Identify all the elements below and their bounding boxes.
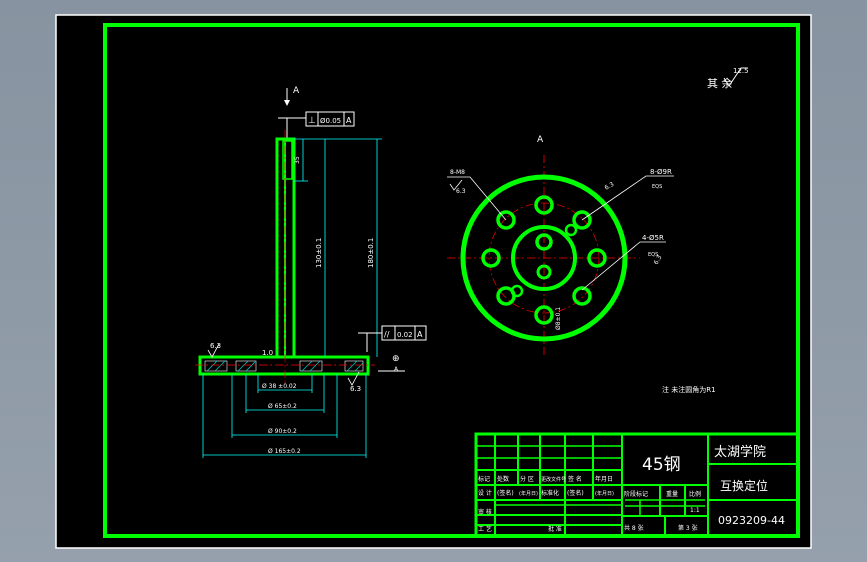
roughness-symbol (723, 67, 748, 87)
title-block: 标记 处数 分 区 更改文件号 签 名 年月日 设 计 (签名) (年月日) 标… (474, 432, 800, 538)
dim-rough-left: 6.3 (210, 342, 221, 350)
tb-r2-2: (年月日) (519, 490, 538, 497)
tb-r1-2: 分 区 (520, 475, 534, 483)
parallel-symbol: // (384, 330, 390, 339)
dim-mid: 130±0.1 (315, 238, 323, 268)
base-plate (198, 355, 370, 376)
bolt-hole (587, 248, 607, 268)
center-bore (535, 233, 553, 251)
parallel-value: 0.02 (397, 331, 413, 339)
dim-top: 35 (294, 156, 301, 164)
general-note: 注 未注圆角为R1 (662, 385, 716, 394)
rough-right-symbol (347, 371, 360, 386)
tb-r1-5: 年月日 (595, 475, 613, 483)
bolt-hole (534, 195, 554, 215)
inner-boss (511, 225, 577, 291)
dim-full: 180±0.1 (367, 238, 375, 268)
diameter-dims (202, 374, 367, 458)
front-view: A ⊥ Ø0.05 A (195, 86, 427, 458)
perp-frame (305, 111, 355, 127)
label-right: 8-Ø9R (650, 168, 672, 176)
drawing-border (103, 23, 800, 538)
dim-small: 1.0 (262, 349, 273, 357)
tb-material: 45钢 (642, 455, 681, 475)
label-left: 8-M8 (450, 169, 465, 176)
outer-disc (460, 174, 628, 342)
datum-mark-letter: A (394, 366, 399, 373)
tb-r1-4: 签 名 (568, 475, 582, 483)
parallel-datum: A (417, 330, 423, 339)
title-grid (476, 434, 798, 536)
label-right-sub: EQS (652, 184, 662, 190)
tb-r2-4: (签名) (567, 489, 584, 497)
tb-r4-0: 工 艺 (478, 525, 492, 533)
tb-r2-3: 标准化 (541, 489, 559, 497)
tb-drawing-no: 0923209-44 (718, 514, 785, 527)
tb-r1-3: 更改文件号 (541, 476, 566, 483)
bolt-holes (481, 195, 607, 325)
drawing-area (55, 14, 812, 549)
tb-stage-2: 比例 (689, 490, 701, 498)
title-row-1: 标记 处数 分 区 更改文件号 签 名 年月日 (478, 475, 613, 483)
tb-school: 太湖学院 (714, 444, 766, 460)
tb-r2-5: (年月日) (595, 490, 614, 497)
tb-sheet-current: 第 3 张 (678, 524, 698, 532)
label-four: 4-Ø5R (642, 234, 664, 242)
dia-dim-3: Ø 90±0.2 (268, 428, 297, 435)
title-grid-fine (476, 445, 705, 516)
dia-dim-1: Ø 38 ±0.02 (262, 383, 297, 390)
tb-r2-1: (签名) (497, 489, 514, 497)
dia-dim-4: Ø 165±0.2 (268, 448, 301, 455)
tb-stage-0: 阶段标记 (624, 490, 648, 498)
pin-hole (510, 284, 524, 298)
vertical-dims (294, 138, 382, 357)
shaft-top-slot (282, 140, 293, 180)
roughness-note-value: 12.5 (733, 67, 749, 75)
datum-mark: ⊕ (392, 354, 400, 364)
view-label: A (537, 135, 544, 145)
roughness-note-label: 其 余 (707, 76, 733, 90)
parallel-frame (381, 325, 427, 341)
tb-r1-1: 处数 (497, 475, 509, 483)
roughness-note: 其 余 12.5 (707, 67, 749, 90)
tb-stage-1: 重量 (666, 490, 678, 498)
label-left-rough: 6.3 (456, 188, 466, 195)
tb-scale: 1:1 (690, 507, 700, 514)
section-arrow-label: A (293, 86, 300, 96)
bolt-circle-centerline (488, 202, 600, 314)
dim-rough-right: 6.3 (350, 385, 361, 393)
tb-r2-0: 设 计 (478, 489, 492, 497)
bolt-hole (572, 286, 592, 306)
pin-holes (510, 223, 578, 298)
bolt-hole (481, 248, 501, 268)
tb-r4-1: 批 准 (548, 525, 562, 533)
bolt-hole (572, 210, 592, 230)
top-leaders (447, 175, 674, 291)
rough-left-symbol (207, 343, 220, 358)
title-row-2: 设 计 (签名) (年月日) 标准化 (签名) (年月日) (478, 489, 614, 497)
label-vertical: Ø8±0.1 (555, 307, 562, 330)
label-left-rough-symbol (449, 179, 463, 191)
bolt-hole (496, 210, 516, 230)
perp-symbol: ⊥ (308, 116, 316, 126)
tb-r3-0: 审 核 (478, 508, 492, 516)
bolt-hole (534, 305, 554, 325)
perp-value: Ø0.05 (320, 117, 341, 125)
label-right-rough: 6.3 (604, 181, 616, 192)
label-four-sub: EQS (648, 252, 658, 258)
base-hatch (204, 360, 364, 372)
tb-part-name: 互换定位 (720, 478, 768, 493)
tb-sheet-total: 共 8 张 (624, 524, 644, 532)
top-view: A 8-M8 (447, 135, 674, 355)
perp-datum: A (346, 116, 352, 125)
section-arrow-head (284, 100, 290, 106)
center-bore-2 (536, 264, 552, 280)
dia-dim-2: Ø 65±0.2 (268, 403, 297, 410)
pin-hole (564, 223, 578, 237)
tb-r1-0: 标记 (478, 475, 490, 483)
label-four-rough: 6.3 (653, 254, 664, 266)
